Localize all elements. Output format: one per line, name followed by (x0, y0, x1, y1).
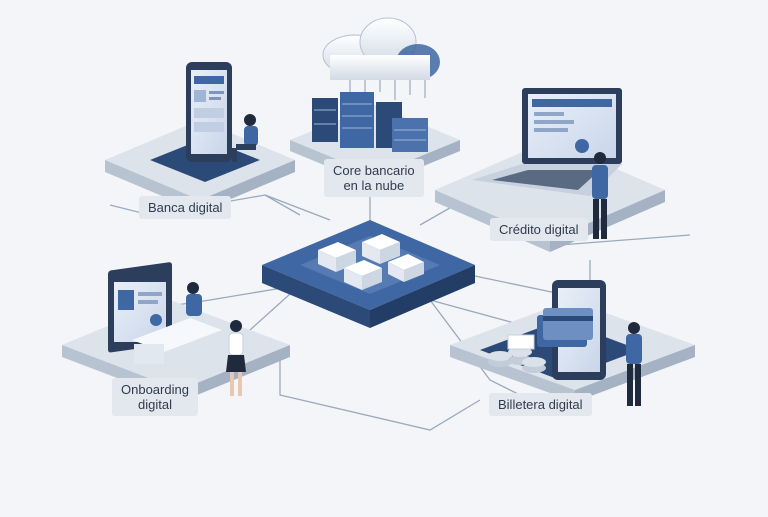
smartphone-icon (186, 62, 232, 162)
person-icon (592, 152, 608, 239)
core-bancario-label: Core bancario en la nube (324, 159, 424, 197)
person-icon (626, 322, 642, 406)
core-bancario-node (290, 17, 460, 186)
person-icon (186, 282, 246, 396)
person-icon (232, 114, 258, 162)
banca-digital-node (105, 62, 295, 212)
coins-icon (488, 334, 546, 373)
server-rack-icon (312, 92, 428, 152)
onboarding-digital-node (62, 262, 290, 402)
credito-digital-label: Crédito digital (490, 218, 588, 241)
data-block-icon (318, 234, 424, 290)
desk-icon (132, 318, 222, 364)
credito-digital-node (435, 88, 665, 252)
laptop-icon (472, 88, 622, 196)
card-icon (537, 308, 593, 347)
onboarding-digital-label: Onboarding digital (112, 378, 198, 416)
banca-digital-label: Banca digital (139, 196, 232, 219)
billetera-digital-node (450, 280, 695, 406)
cloud-icon (322, 17, 440, 100)
central-hub (262, 220, 475, 328)
billetera-digital-label: Billetera digital (489, 393, 592, 416)
